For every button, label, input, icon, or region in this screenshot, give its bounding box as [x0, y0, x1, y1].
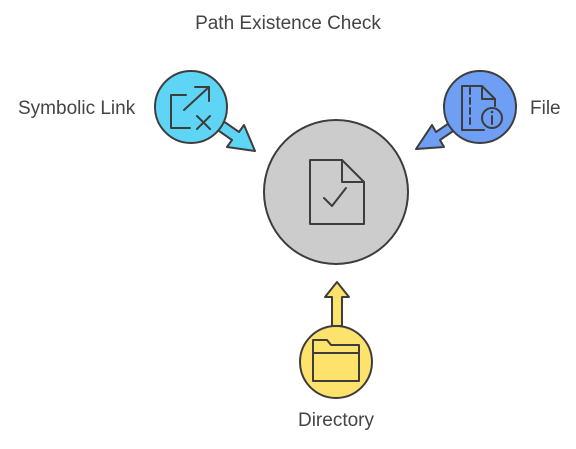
directory-node: [299, 325, 373, 399]
folder-icon: [312, 339, 360, 382]
info-dot: [490, 110, 494, 114]
file-node: [443, 70, 517, 144]
symbolic-link-node: [154, 70, 228, 144]
directory-label: Directory: [297, 410, 374, 431]
external-link-x-icon: [170, 86, 211, 130]
symbolic-link-label: Symbolic Link: [18, 98, 136, 119]
center-node: [263, 119, 409, 265]
file-check-icon: [309, 159, 365, 225]
diagram-title: Path Existence Check: [195, 13, 381, 34]
arrow-directory: [324, 281, 350, 327]
file-zip-info-icon: [461, 85, 503, 131]
file-label: File: [530, 98, 561, 119]
